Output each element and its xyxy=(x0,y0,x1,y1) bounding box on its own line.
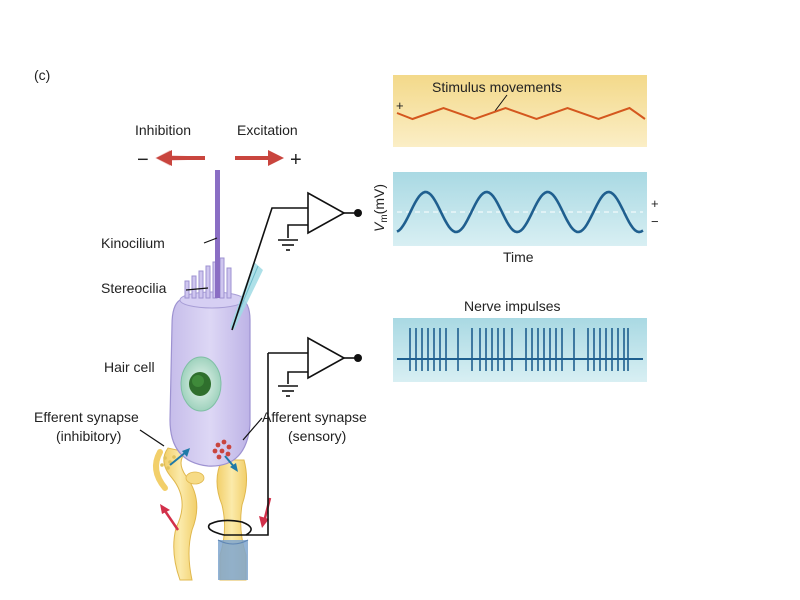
efferent-transmitter-arrow xyxy=(169,448,190,466)
vm-plus: + xyxy=(651,196,659,211)
minus-sign: − xyxy=(137,149,149,171)
efferent-nerve-fiber xyxy=(153,447,198,581)
afferent-synapse-label: Afferent synapse xyxy=(262,409,367,425)
time-label: Time xyxy=(503,249,534,265)
afferent-vesicles xyxy=(212,439,232,460)
afferent-transmitter-arrow xyxy=(224,455,238,472)
lower-amplifier-output xyxy=(354,354,362,362)
vm-axis-symbol: V xyxy=(371,221,387,232)
leader-lines xyxy=(139,237,263,447)
efferent-synapse-label: Efferent synapse xyxy=(34,409,139,425)
afferent-synapse-sublabel: (sensory) xyxy=(288,428,346,444)
stimulus-leader-line xyxy=(494,94,508,112)
vm-axis-subscript: m xyxy=(379,214,390,222)
nerve-impulses-panel xyxy=(393,318,647,382)
afferent-signal-arrow xyxy=(259,497,272,528)
vm-axis-unit: (mV) xyxy=(371,184,387,214)
inhibition-label: Inhibition xyxy=(135,122,191,138)
lower-amplifier-circuit xyxy=(207,336,358,536)
vm-minus: − xyxy=(651,214,659,229)
kinocilium-label: Kinocilium xyxy=(101,235,165,251)
stereocilia xyxy=(184,257,232,299)
upper-amplifier-output xyxy=(354,209,362,217)
kinocilium xyxy=(215,170,220,298)
plus-sign: + xyxy=(290,149,302,171)
excitation-label: Excitation xyxy=(237,122,298,138)
stereocilia-label: Stereocilia xyxy=(101,280,167,296)
synaptic-terminal xyxy=(185,471,205,485)
upper-amplifier-circuit xyxy=(231,191,358,331)
vm-axis-label: Vm(mV) xyxy=(371,184,390,232)
stimulus-plus: + xyxy=(396,98,404,113)
stimulus-title: Stimulus movements xyxy=(432,79,562,95)
membrane-potential-trace xyxy=(396,190,644,234)
nerve-impulses-title: Nerve impulses xyxy=(464,298,560,314)
membrane-potential-panel xyxy=(393,172,647,246)
hair-cell-label: Hair cell xyxy=(104,359,155,375)
efferent-vesicles xyxy=(160,455,176,470)
efferent-synapse-sublabel: (inhibitory) xyxy=(56,428,121,444)
inhibition-arrow xyxy=(155,150,205,166)
nucleus xyxy=(180,356,222,412)
panel-label: (c) xyxy=(34,67,50,83)
efferent-signal-arrow xyxy=(160,504,180,531)
nerve-impulse-spikes xyxy=(409,328,629,371)
stimulus-trace xyxy=(396,106,646,121)
excitation-arrow xyxy=(235,150,284,166)
